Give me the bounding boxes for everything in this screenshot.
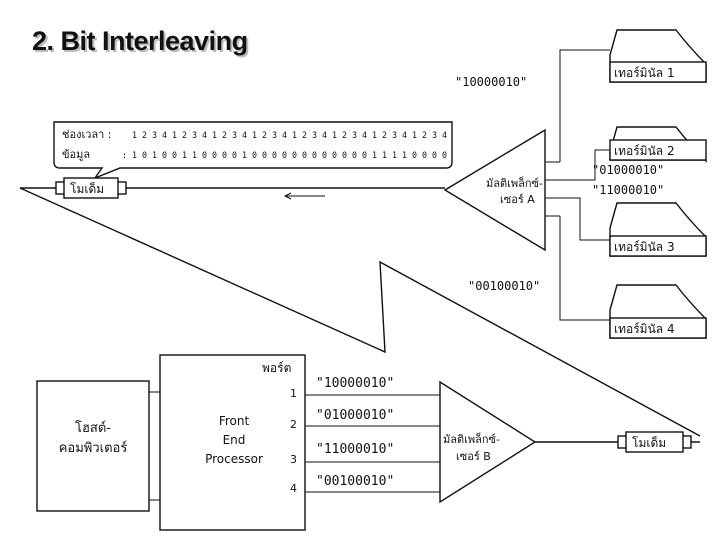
mux-b-label-2: เซอร์ B <box>456 450 491 463</box>
front-end-processor: Front End Processor พอร์ต 1 2 3 4 <box>159 354 306 531</box>
modem-top-label: โมเด็ม <box>70 181 104 196</box>
direction-arrow-icon <box>283 192 325 200</box>
host-label-2: คอมพิวเตอร์ <box>59 440 128 456</box>
terminal-1-label: เทอร์มินัล 1 <box>614 66 675 80</box>
port-1: 1 <box>290 387 297 400</box>
data-label: ข้อมูล <box>62 148 90 161</box>
port-lines <box>305 394 440 493</box>
multiplexer-b: มัลติเพล็กซ์- เซอร์ B <box>439 380 537 504</box>
terminal-3: เทอร์มินัล 3 <box>609 202 707 257</box>
mux-b-label-1: มัลติเพล็กซ์- <box>443 432 500 446</box>
modem-bottom-label: โมเด็ม <box>632 435 666 450</box>
port-2: 2 <box>290 418 297 431</box>
fep-label-2: End <box>223 433 246 447</box>
mux-a-terminal-lines <box>545 49 610 321</box>
modem-top: โมเด็ม <box>55 177 127 199</box>
terminal-4-label: เทอร์มินัล 4 <box>614 322 675 336</box>
port-4: 4 <box>290 482 297 495</box>
fep-label-1: Front <box>219 414 250 428</box>
code-top-1: "10000010" <box>455 75 527 89</box>
terminal-2: เทอร์มินัล 2 <box>609 126 707 163</box>
modem-bottom: โมเด็ม <box>617 431 692 453</box>
data-stream-box: ช่องเวลา : 1 2 3 4 1 2 3 4 1 2 3 4 1 2 3… <box>53 121 453 180</box>
host-label-1: โฮสต์- <box>75 420 111 436</box>
port-label: พอร์ต <box>262 361 291 375</box>
code-bottom-3: "11000010" <box>316 442 394 457</box>
mux-a-label-2: เซอร์ A <box>500 193 535 206</box>
page-title: 2. Bit Interleaving <box>32 26 248 56</box>
terminal-3-label: เทอร์มินัล 3 <box>614 240 675 254</box>
multiplexer-a: มัลติเพล็กซ์- เซอร์ A <box>443 128 546 252</box>
port-3: 3 <box>290 453 297 466</box>
code-top-3: "11000010" <box>592 183 664 197</box>
code-bottom-4: "00100010" <box>316 474 394 489</box>
code-top-4: "00100010" <box>468 279 540 293</box>
code-bottom-2: "01000010" <box>316 408 394 423</box>
slot-label: ช่องเวลา : <box>62 128 112 141</box>
terminal-4: เทอร์มินัล 4 <box>609 284 707 339</box>
terminal-2-label: เทอร์มินัล 2 <box>614 144 675 158</box>
host-fep-connectors <box>149 391 160 501</box>
slot-values: 1 2 3 4 1 2 3 4 1 2 3 4 1 2 3 4 1 2 3 4 … <box>132 131 447 141</box>
terminal-1: เทอร์มินัล 1 <box>609 29 707 83</box>
telephone-line <box>19 187 701 437</box>
fep-label-3: Processor <box>205 452 263 466</box>
mux-a-label-1: มัลติเพล็กซ์- <box>486 176 543 190</box>
data-values: : 1 0 1 0 0 1 1 0 0 0 0 1 0 0 0 0 0 0 0 … <box>122 151 447 161</box>
code-bottom-1: "10000010" <box>316 376 394 391</box>
code-top-2: "01000010" <box>592 163 664 177</box>
host-computer: โฮสต์- คอมพิวเตอร์ <box>36 380 150 512</box>
